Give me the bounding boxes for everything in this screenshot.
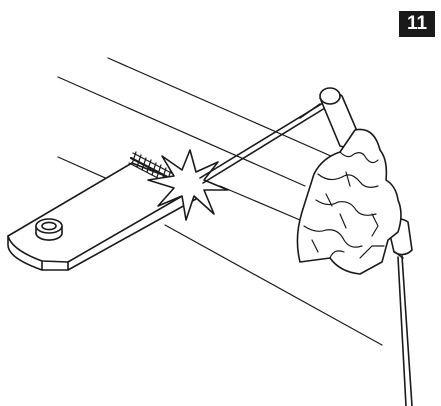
arc-spark-icon — [147, 149, 229, 221]
step-number-badge: 11 — [399, 11, 435, 37]
hand-icon — [296, 128, 402, 275]
nut-icon — [35, 218, 63, 241]
welding-rod — [199, 102, 326, 184]
